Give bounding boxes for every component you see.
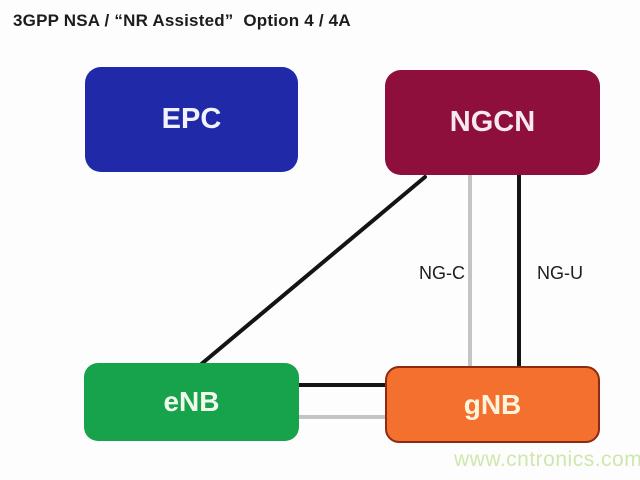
- node-ngcn: NGCN: [385, 70, 600, 175]
- node-enb: eNB: [84, 363, 299, 441]
- watermark-text: www.cntronics.com: [454, 448, 640, 471]
- node-epc-label: EPC: [161, 103, 222, 135]
- edge-label-ng-u: NG-U: [537, 263, 583, 283]
- node-gnb-label: gNB: [463, 388, 522, 420]
- node-epc: EPC: [85, 67, 298, 172]
- edge-label-ng-c: NG-C: [419, 263, 465, 283]
- node-enb-label: eNB: [163, 386, 220, 417]
- edge-ngcn-enb-diagonal: [197, 175, 427, 368]
- node-ngcn-label: NGCN: [449, 106, 536, 138]
- diagram-title: 3GPP NSA / “NR Assisted” Option 4 / 4A: [13, 11, 351, 30]
- node-gnb: gNB: [385, 366, 600, 443]
